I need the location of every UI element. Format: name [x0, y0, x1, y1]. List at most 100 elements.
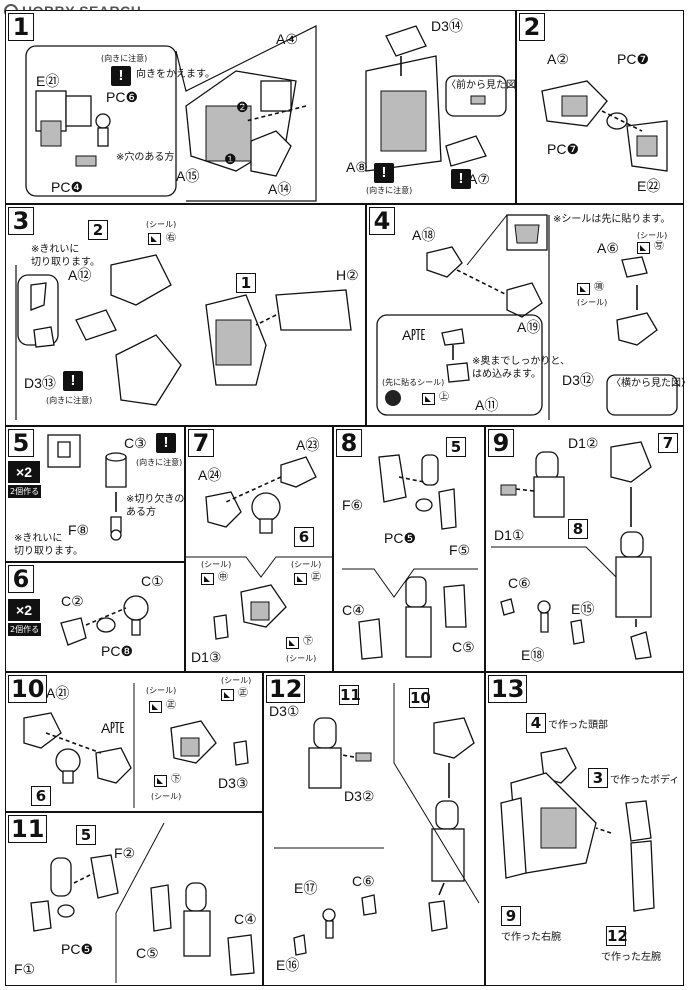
warning-icon: ! [451, 169, 471, 189]
arrow-number: ❷ [236, 99, 249, 115]
part-label: PC❻ [106, 89, 138, 105]
step-2-panel: 2 A② PC❼ PC❼ E㉒ [516, 10, 684, 204]
part-label: PC❺ [61, 941, 93, 957]
seal-note: (シール) [291, 560, 322, 569]
step-number: 6 [8, 565, 34, 593]
part-label: A㉐ [101, 720, 125, 736]
seal-icon [221, 689, 234, 701]
part-label: D3③ [218, 775, 249, 791]
step-number: 3 [8, 207, 34, 235]
step-number: 13 [488, 675, 528, 703]
part-label: D1① [494, 527, 525, 543]
step-12-illustration [274, 683, 480, 956]
part-label: A⑫ [68, 267, 92, 283]
part-label: E⑮ [571, 601, 595, 617]
seal-icon [286, 637, 299, 649]
step-9-illustration [491, 441, 652, 660]
part-label: C② [61, 593, 84, 609]
seal-code: ㊠ [594, 282, 604, 293]
make-count: 2個作る [8, 485, 42, 498]
step-reference: 8 [568, 519, 588, 539]
part-label: A⑭ [268, 181, 292, 197]
step-number: 7 [188, 429, 214, 457]
step-8-illustration [342, 454, 478, 660]
step-reference: 2 [88, 220, 108, 240]
seal-code: ㊦ [171, 774, 181, 785]
body-note: で作ったボディ [610, 775, 680, 786]
step-13-illustration [500, 747, 655, 912]
seal-note: (シール) [201, 560, 232, 569]
part-label: A㉔ [198, 467, 222, 483]
step-6-panel: 6 ×2 2個作る C② C① PC❽ [5, 562, 185, 672]
step-reference: 12 [606, 926, 628, 946]
seal-icon [154, 775, 167, 787]
part-label: PC❹ [51, 179, 83, 195]
part-label: C④ [234, 911, 257, 927]
seal-code: ㊢ [654, 241, 664, 252]
part-label: F⑧ [68, 522, 90, 538]
part-label: D3⑫ [562, 372, 594, 388]
seal-icon [201, 573, 214, 585]
part-label: C⑤ [452, 639, 475, 655]
step-5-panel: 5 ×2 2個作る C③ F⑧ ! (向きに注意) ※切り欠きの ある方 ※きれ… [5, 426, 185, 562]
part-label: E㉑ [36, 73, 60, 89]
step-4-illustration [376, 214, 678, 420]
step-reference: 5 [76, 825, 96, 845]
right-arm-note: で作った右腕 [501, 932, 561, 943]
step-reference: 7 [658, 433, 678, 453]
warning-icon: ! [63, 371, 83, 391]
step-number: 4 [369, 207, 395, 235]
part-label: A⑱ [412, 227, 436, 243]
part-label: D3⑬ [24, 375, 56, 391]
step-4-panel: 4 A⑱ A⑲ A㉐ A⑪ A⑥ D3⑫ ※シールは先に貼ります。 (シール) … [366, 204, 688, 426]
part-label: PC❺ [384, 530, 416, 546]
part-label: D1② [568, 435, 599, 451]
step-number: 9 [488, 429, 514, 457]
part-label: E⑰ [294, 880, 318, 896]
part-label: D3⑭ [431, 18, 463, 34]
part-label: E㉒ [637, 178, 661, 194]
seal-note: (シール) [221, 676, 252, 685]
step-3-panel: 3 2 1 A⑫ H② D3⑬ ※きれいに 切り取ります。 (シール) ㊨ ! … [5, 204, 366, 426]
part-label: A⑪ [475, 397, 499, 413]
step-reference: 1 [236, 273, 256, 293]
part-label: PC❽ [101, 643, 133, 659]
part-label: A⑲ [517, 319, 541, 335]
part-label: A⑦ [468, 171, 490, 187]
step-reference: 3 [588, 768, 608, 788]
part-label: A㉑ [46, 685, 70, 701]
side-view-note: 〈横から見た図〉 [611, 378, 688, 389]
step-7-illustration [186, 456, 334, 640]
part-label: A㉐ [402, 327, 426, 343]
first-seal-note: (先に貼るシール) [382, 378, 445, 387]
seal-note: (シール) [286, 654, 317, 663]
part-label: H② [336, 267, 359, 283]
part-label: C③ [124, 435, 147, 451]
step-1-illustration [25, 25, 507, 202]
left-arm-note: で作った左腕 [601, 952, 661, 963]
step-7-panel: 7 A㉓ A㉔ D1③ 6 (シール) ㊥ (シール) ㊣ ㊦ (シール) [185, 426, 334, 672]
multiplier-badge: ×2 [8, 599, 40, 621]
seal-icon [637, 242, 650, 254]
seal-icon [294, 573, 307, 585]
step-11-illustration [30, 822, 255, 983]
warning-icon: ! [111, 66, 131, 86]
part-label: C④ [342, 602, 365, 618]
caution-note: (向きに注意) [101, 54, 148, 63]
seal-note: (シール) [637, 231, 668, 240]
step-reference: 4 [526, 713, 546, 733]
caution-note: (向きに注意) [46, 396, 93, 405]
head-note: で作った頭部 [548, 720, 608, 731]
seal-icon [148, 233, 161, 245]
step-2-illustration [541, 80, 668, 172]
press-note: ※奥までしっかりと、 はめ込みます。 [472, 356, 570, 380]
seal-note: (シール) [577, 298, 608, 307]
caution-note: (向きに注意) [136, 458, 183, 467]
step-13-panel: 13 4 で作った頭部 3 で作ったボディ 9 で作った右腕 12 で作った左腕 [485, 672, 684, 986]
step-10-illustration [23, 683, 249, 808]
step-number: 1 [8, 13, 34, 41]
seal-first-note: ※シールは先に貼ります。 [553, 214, 671, 225]
part-label: A④ [276, 31, 298, 47]
step-1-panel: 1 A④ E㉑ PC❻ PC❹ A⑮ A⑭ D3⑭ A⑧ A⑦ ! (向きに注意… [5, 10, 526, 204]
part-label: F② [114, 845, 136, 861]
